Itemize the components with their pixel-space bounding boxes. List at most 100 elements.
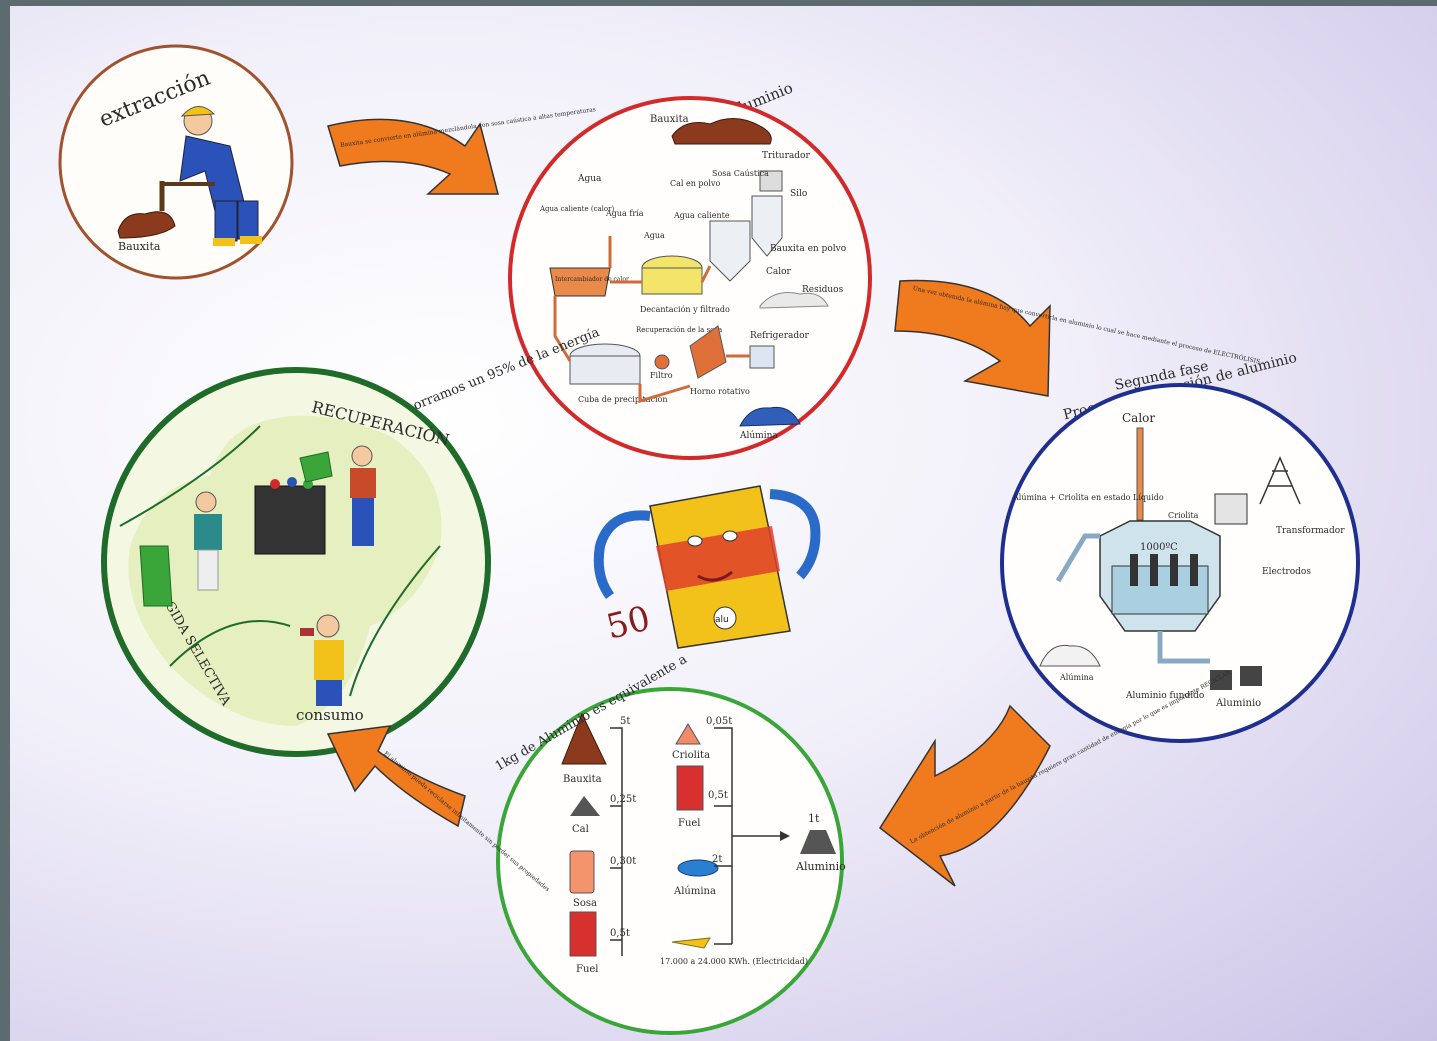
stage-fase1: Proceso de obtención de aluminio Primera…: [508, 79, 872, 460]
fase2-calor-label: Calor: [1122, 411, 1155, 425]
fase2-alumina-criolita-label: Alúmina + Criolita en estado Líquido: [1012, 493, 1164, 502]
mascot-number: 50: [603, 598, 655, 647]
stage-extraccion: extracción Bauxita: [58, 44, 294, 280]
calor-rod-icon: [1136, 427, 1144, 521]
fase1-horno-label: Horno rotativo: [690, 387, 750, 396]
fase1-calor-label: Calor: [766, 267, 792, 277]
mascot-badge: [713, 606, 737, 630]
person-recuperacion-icon: [299, 445, 376, 546]
fase2-alumina-icon: [1039, 644, 1101, 667]
criolita-icon: [675, 723, 701, 745]
fase2-electrodos-label: Electrodos: [1262, 567, 1311, 577]
sosa-icon: [569, 850, 595, 894]
fase2-criolita-label: Criolita: [1168, 511, 1199, 520]
poster: extracción Bauxita Proceso de obtención …: [10, 6, 1437, 1041]
recycling-bin-icon: [254, 485, 326, 555]
material-qty-0: 5t: [620, 716, 630, 727]
cuba-icon: [569, 355, 641, 385]
fase2-aluminio-label: Aluminio: [1215, 698, 1261, 709]
mascot-hair-right: [769, 489, 821, 580]
residuos-icon: [759, 292, 829, 309]
materiales-result-qty: 1t: [808, 812, 820, 825]
fuel-barrel-icon-1: [569, 911, 597, 957]
arrow-2-shape: [894, 279, 1051, 397]
decantador-icon: [641, 267, 703, 295]
cal-icon: [570, 796, 600, 816]
materiales-brackets: [610, 727, 786, 956]
aluminium-cycle-diagram: extracción Bauxita Proceso de obtención …: [58, 44, 1360, 1035]
fase1-pipes: [553, 236, 750, 404]
arrow-3: La obtención de aluminio a partir de la …: [879, 669, 1232, 887]
electric-tower-icon: [1259, 456, 1301, 505]
reciclaje-consumo: consumo: [296, 706, 364, 724]
extraccion-bauxita-label: Bauxita: [118, 240, 161, 253]
refrigerador-icon: [749, 345, 775, 369]
fase1-recuperacion-label: Recuperación de la sosa: [636, 326, 722, 334]
bauxita-pile-icon: [561, 712, 607, 765]
fase1-filtro-label: Filtro: [650, 371, 673, 380]
silo-icon: [751, 195, 783, 257]
fase2-transformador-label: Transformador: [1276, 526, 1345, 536]
fase1-agua-label: Agua: [577, 174, 602, 184]
material-name-5: Fuel: [678, 818, 701, 829]
fase1-agua-caliente-label: Agua caliente: [673, 211, 730, 220]
materiales-result-name: Aluminio: [795, 860, 846, 873]
mascot-badge-text: alu: [715, 615, 729, 625]
outlet-pipe: [1157, 631, 1210, 664]
stage-reciclaje: Aluminio reciclado como materia Prima - …: [101, 325, 602, 757]
fase1-cal-label: Cal en polvo: [670, 179, 720, 188]
fase1-sosa-label: Sosa Caústica: [712, 169, 769, 178]
fase1-refrigerador-label: Refrigerador: [750, 331, 810, 341]
fase1-residuos-label: Residuos: [802, 285, 844, 295]
fase1-bauxita-polvo-label: Bauxita en polvo: [770, 244, 846, 254]
fase1-cuba-label: Cuba de precipitación: [578, 395, 668, 404]
material-qty-4: 0,05t: [706, 716, 732, 727]
feed-pipe: [1055, 533, 1100, 583]
mascot-hair-left: [593, 510, 651, 599]
ingot-icon-1: [1210, 670, 1232, 690]
fase1-bauxita-label: Bauxita: [650, 114, 689, 125]
material-name-1: Cal: [572, 824, 589, 835]
bauxita-rock-icon: [117, 211, 176, 239]
material-qty-6: 2t: [712, 854, 722, 865]
result-arrow-icon: [780, 831, 790, 841]
alumina-bowl-icon: [677, 859, 719, 877]
fase1-agua-fria-label: Agua fría: [605, 209, 644, 218]
fase1-agua2-label: Agua: [643, 231, 665, 240]
miner-icon: [159, 106, 262, 246]
fase1-alumina-label: Alúmina: [739, 430, 778, 441]
fuel-barrel-icon-2: [676, 765, 704, 811]
arrow-3-shape: [879, 704, 1051, 887]
reciclaje-dividers: [119, 425, 441, 697]
material-qty-1: 0,25t: [610, 794, 636, 805]
horno-icon: [689, 325, 727, 379]
fase1-silo-label: Silo: [790, 189, 807, 199]
material-qty-3: 0,5t: [610, 928, 630, 939]
material-qty-5: 0,5t: [708, 790, 728, 801]
fase2-aluminio-fundido-label: Aluminio fundido: [1125, 691, 1204, 701]
fase1-triturador-label: Triturador: [762, 151, 810, 161]
material-name-2: Sosa: [573, 898, 597, 909]
stage-fase2: Proceso de obtención de aluminio Segunda…: [1000, 350, 1360, 743]
digestor-icon: [709, 220, 751, 282]
fase1-intercambiador-label: Intercambiador de calor: [555, 276, 629, 283]
triturador-icon: [759, 170, 783, 192]
material-name-6: Alúmina: [673, 886, 716, 897]
material-name-4: Criolita: [672, 750, 710, 761]
intercambiador-icon: [549, 267, 611, 297]
stage-materiales: 1t Aluminio Bauxita 5t Cal 0,25t Sosa 0,…: [496, 687, 846, 1035]
arrow-1-shape: [327, 118, 499, 195]
person-recogida-icon: [139, 491, 222, 607]
material-name-0: Bauxita: [563, 774, 602, 785]
fase1-bauxita-icon: [671, 118, 772, 145]
fase1-agua-caliente-left-label: Agua caliente (calor): [539, 205, 614, 213]
transformador-icon: [1214, 493, 1248, 525]
aluminio-ingot-icon: [800, 830, 836, 854]
fase2-alumina-label: Alúmina: [1059, 673, 1094, 682]
electricity-icon: [671, 937, 711, 949]
person-consumo-icon: [300, 614, 344, 706]
fase2-temp-label: 1000ºC: [1140, 542, 1178, 553]
arrow-4-shape: [326, 725, 466, 828]
material-qty-2: 0,30t: [610, 856, 636, 867]
material-name-3: Fuel: [576, 964, 599, 975]
